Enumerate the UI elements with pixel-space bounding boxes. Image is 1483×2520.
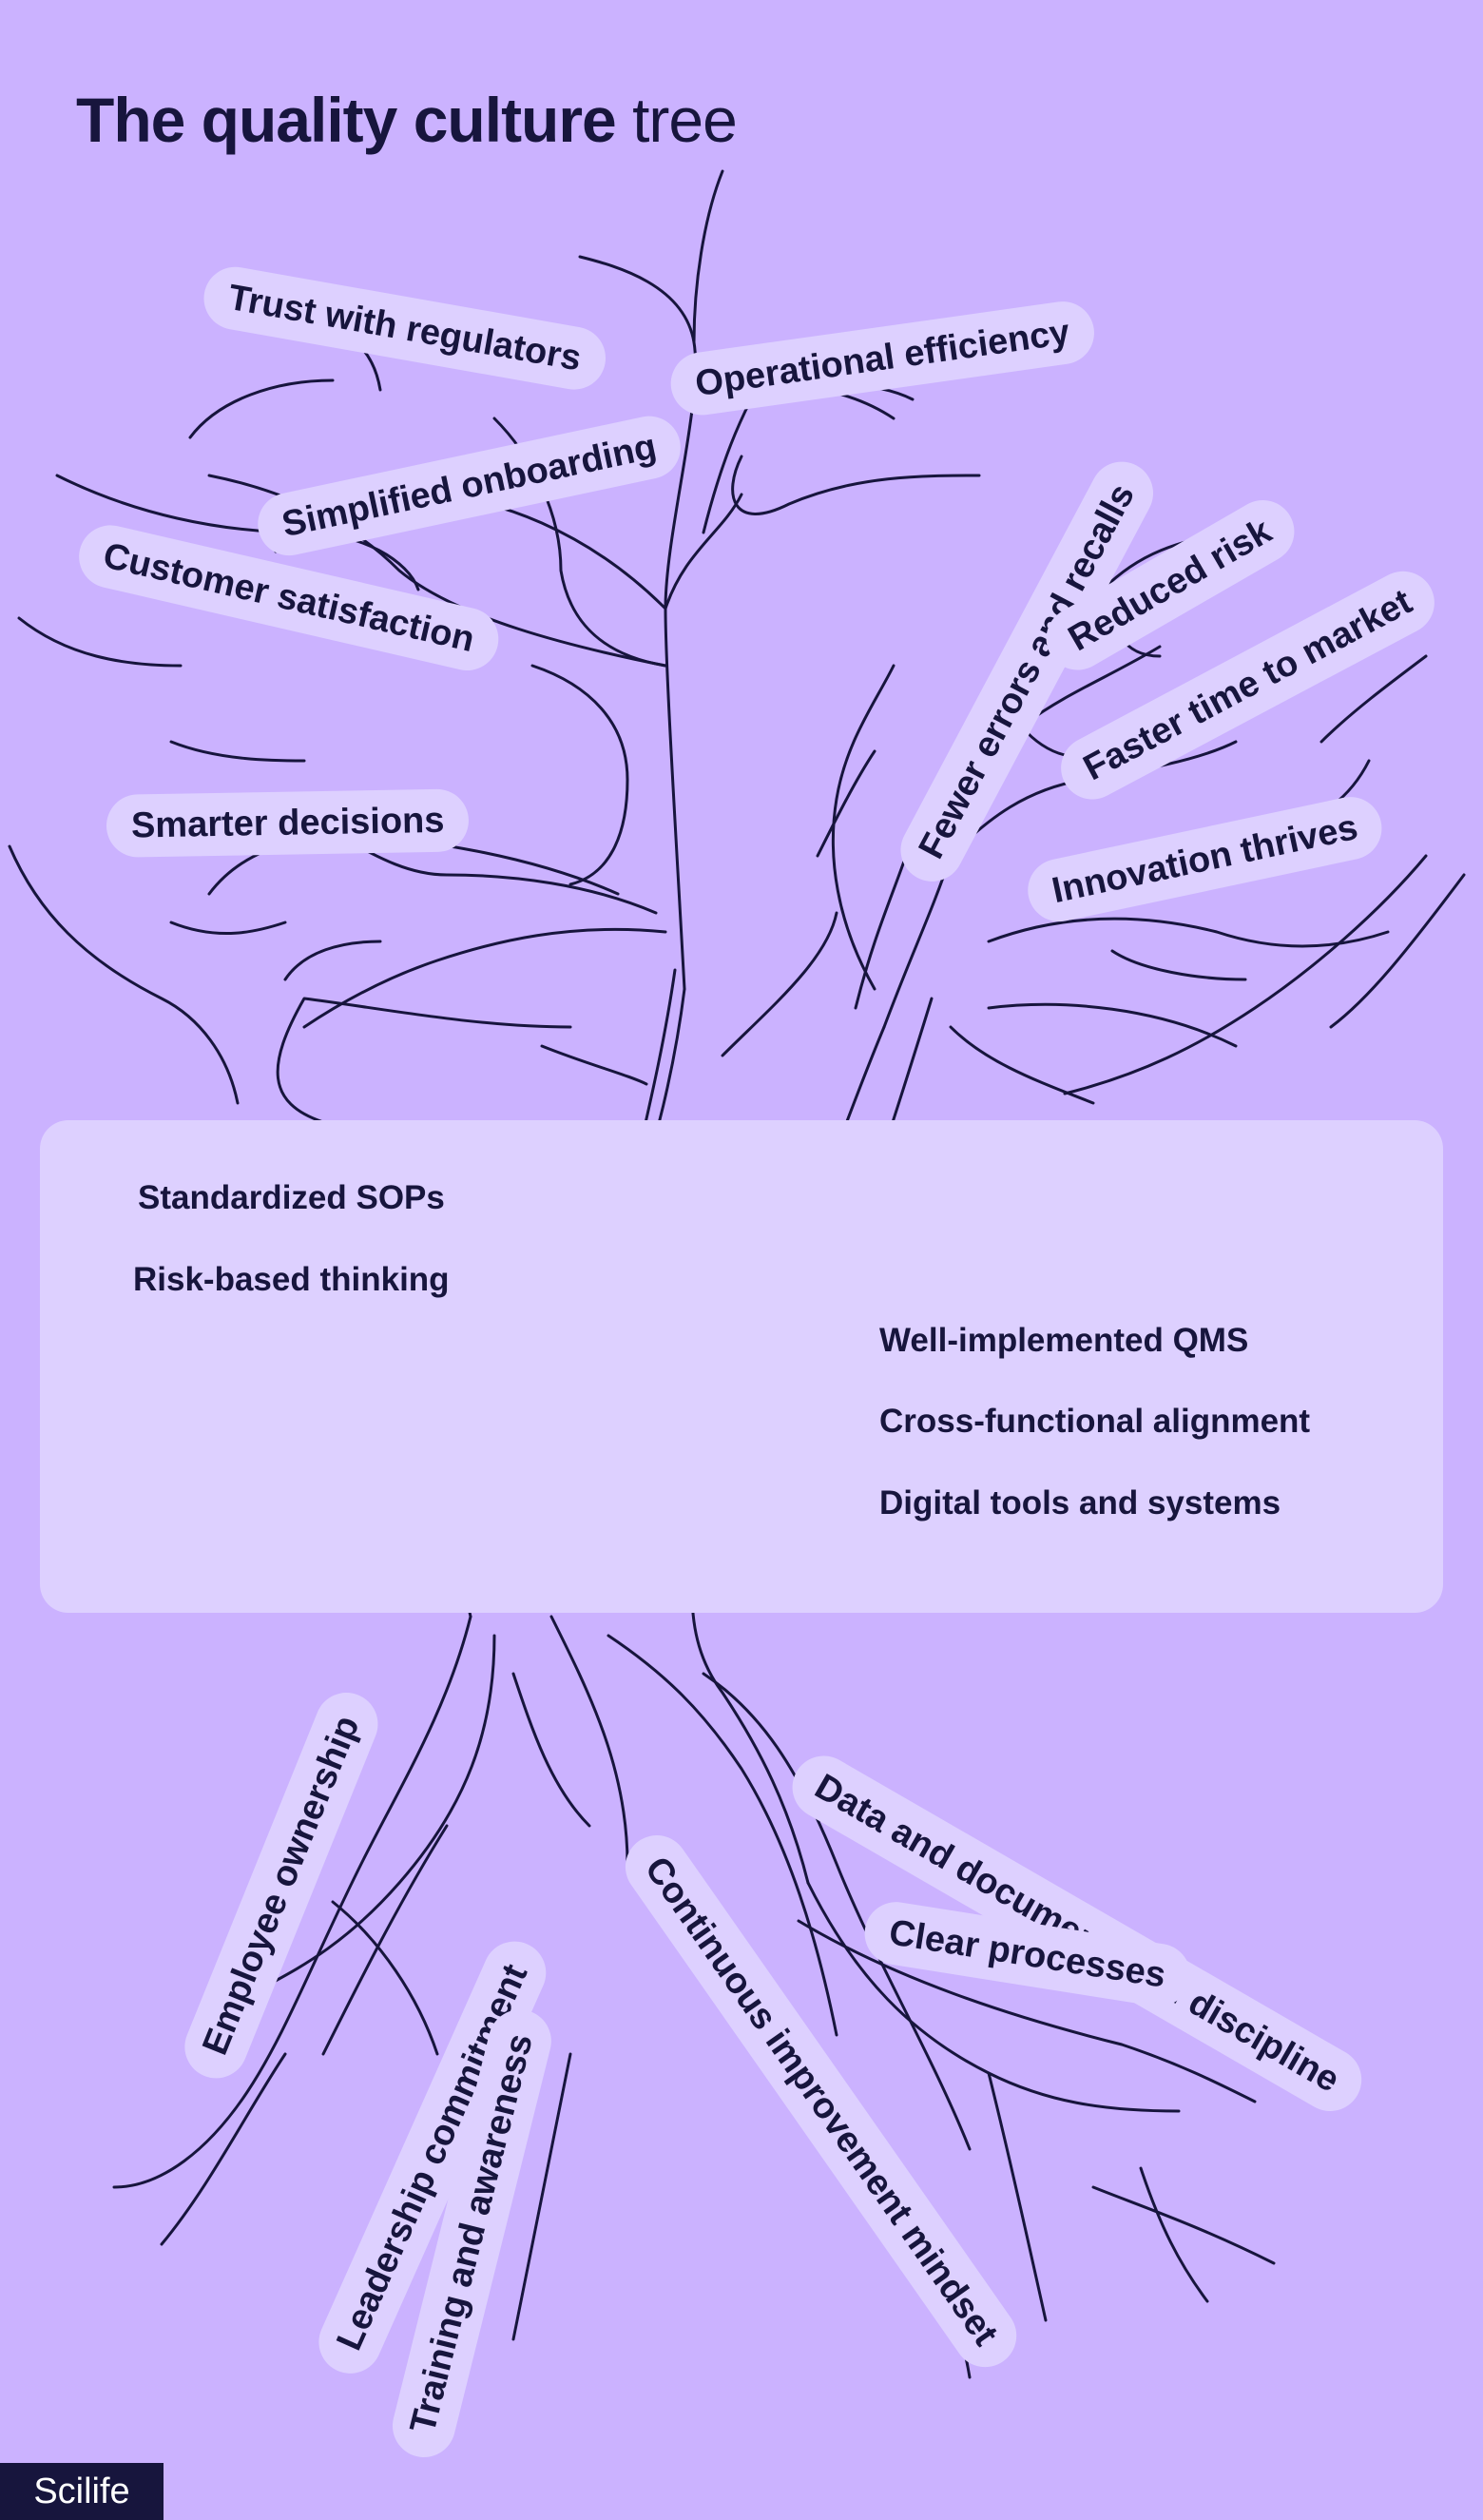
- trunk-standardized-sops: Standardized SOPs: [138, 1179, 445, 1216]
- branch-line: [816, 749, 876, 858]
- branch-line: [664, 493, 743, 611]
- root-line: [331, 1900, 439, 2056]
- branch-line: [692, 169, 724, 344]
- title-light: tree: [632, 85, 738, 155]
- root-line: [511, 1672, 591, 1828]
- branch-line: [8, 844, 240, 1105]
- scilife-logo: Scilife: [0, 2463, 164, 2520]
- root-line: [321, 1824, 449, 2056]
- branch-line: [1110, 949, 1247, 981]
- root-line: [511, 2052, 572, 2341]
- branch-line: [1329, 873, 1466, 1029]
- trunk-risk-based-thinking: Risk-based thinking: [133, 1261, 450, 1298]
- branch-smarter-decisions: Smarter decisions: [106, 788, 471, 858]
- trunk-well-implemented-qms: Well-implemented QMS: [879, 1322, 1249, 1359]
- branch-line: [721, 911, 838, 1057]
- root-line: [797, 1919, 1257, 2103]
- root-line: [1139, 2166, 1209, 2303]
- branch-line: [1063, 854, 1428, 1095]
- branch-line: [731, 455, 981, 515]
- trunk-digital-tools-and-systems: Digital tools and systems: [879, 1484, 1281, 1522]
- branch-line: [987, 1002, 1238, 1048]
- branch-line: [1319, 654, 1428, 744]
- branch-line: [283, 940, 382, 981]
- root-line: [702, 1672, 972, 2151]
- title-bold: The quality culture: [76, 85, 617, 155]
- branch-line: [188, 378, 335, 439]
- root-line: [1091, 2185, 1276, 2265]
- root-line: [607, 1634, 838, 2037]
- root-line: [160, 2052, 287, 2246]
- branch-line: [578, 255, 698, 991]
- branch-line: [169, 740, 306, 763]
- branch-line: [540, 1044, 648, 1086]
- branch-line: [530, 664, 629, 886]
- root-line: [987, 2071, 1048, 2322]
- page-title: The quality culture tree: [76, 84, 738, 156]
- root-line: [112, 1615, 472, 2189]
- root-line: [245, 1634, 496, 1999]
- root-line: [549, 1615, 629, 1866]
- trunk-cross-functional-alignment: Cross-functional alignment: [879, 1403, 1311, 1440]
- trunk-panel: [40, 1120, 1443, 1613]
- branch-line: [302, 927, 667, 1029]
- branch-line: [276, 997, 572, 1124]
- branch-line: [169, 921, 287, 936]
- branch-line: [987, 917, 1390, 948]
- branch-line: [949, 1025, 1095, 1105]
- branch-line: [831, 664, 896, 991]
- branch-line: [17, 616, 183, 668]
